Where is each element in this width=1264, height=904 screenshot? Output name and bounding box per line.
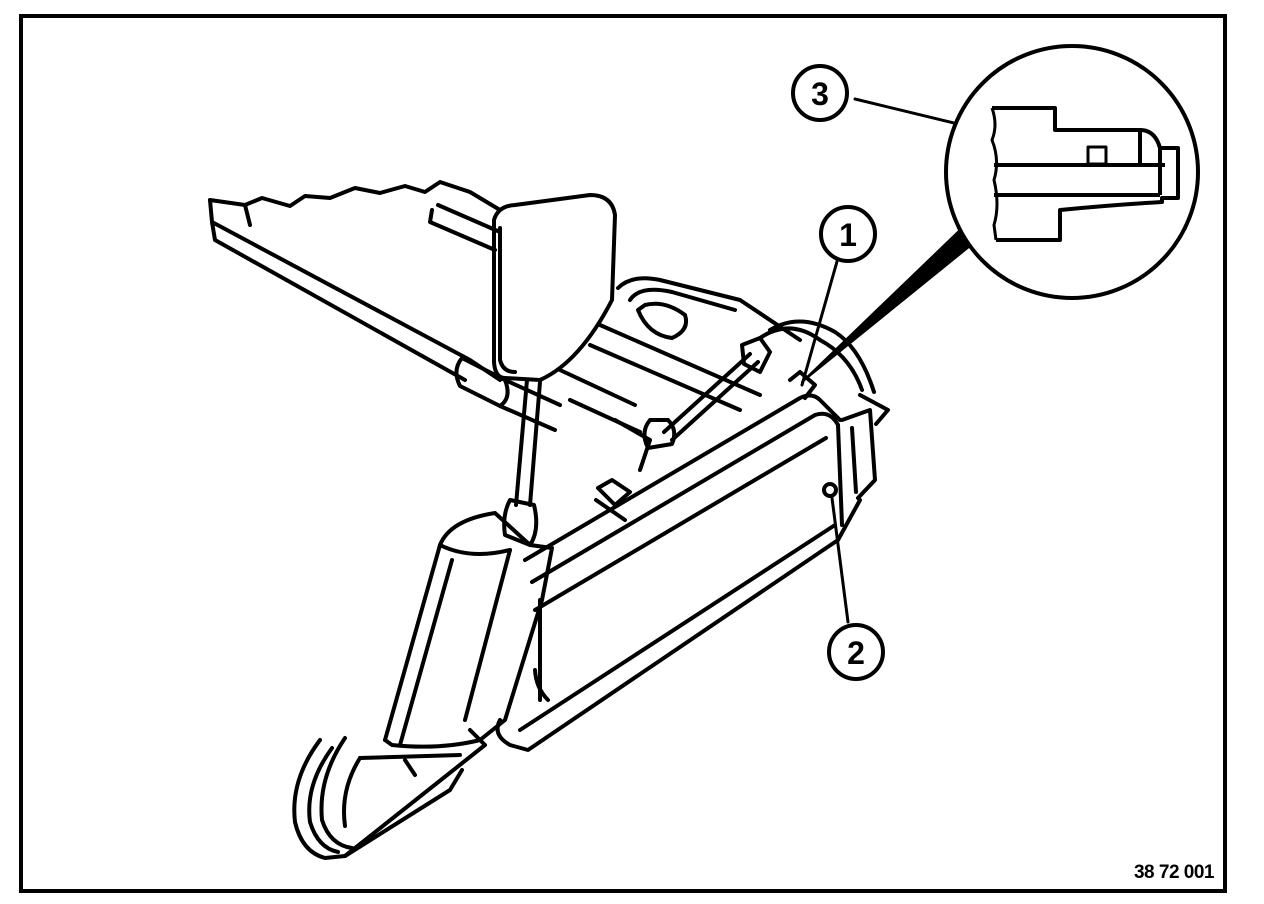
callout-3: 3 bbox=[791, 64, 849, 122]
buckle-cable bbox=[502, 378, 542, 547]
buckle-head bbox=[492, 193, 617, 382]
rear-mechanism bbox=[558, 276, 802, 522]
callout-2: 2 bbox=[827, 623, 885, 681]
callout-2-label: 2 bbox=[847, 635, 865, 671]
leader-line-2 bbox=[830, 496, 850, 624]
callout-3-label: 3 bbox=[811, 76, 829, 112]
seat-frame bbox=[208, 180, 502, 382]
buckle-housing bbox=[383, 511, 554, 749]
rail-end-cap bbox=[292, 728, 487, 860]
guide-roller bbox=[454, 356, 562, 432]
seat-assembly-drawing bbox=[208, 97, 1092, 860]
callout-1: 1 bbox=[819, 205, 877, 263]
leader-line-1 bbox=[800, 256, 840, 387]
release-cable bbox=[662, 319, 876, 442]
detail-magnifier bbox=[944, 44, 1200, 300]
figure-frame bbox=[19, 14, 1227, 893]
figure-code: 38 72 001 bbox=[1133, 862, 1215, 883]
callout-1-label: 1 bbox=[839, 217, 857, 253]
